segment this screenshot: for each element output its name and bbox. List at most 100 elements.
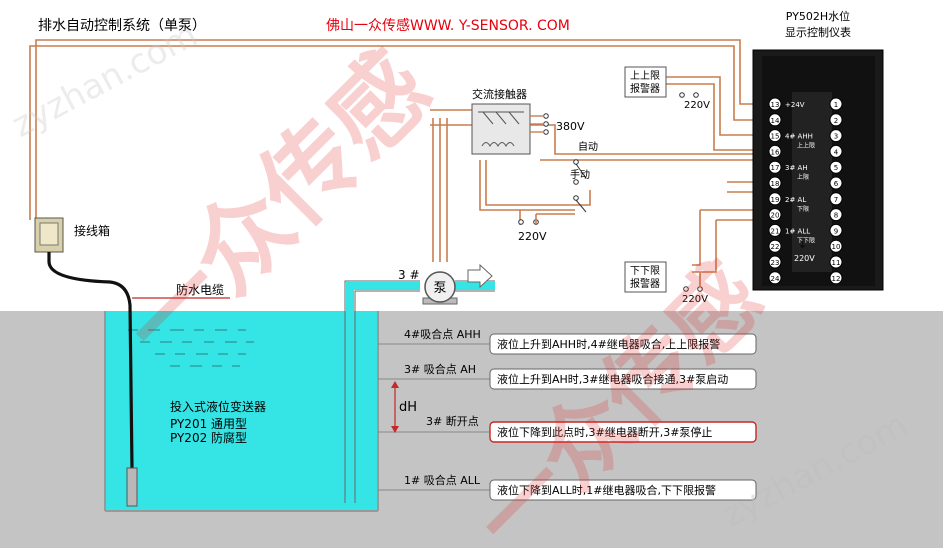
controller-terminal-sublabel: 上上限 — [797, 142, 815, 150]
controller-terminal-number: 19 — [771, 196, 780, 204]
controller-terminal-number: 3 — [834, 133, 838, 141]
controller-terminal-number: 10 — [832, 243, 841, 251]
ground-symbol: ⏚ — [798, 240, 807, 251]
controller-terminal-number: 13 — [771, 101, 780, 109]
contactor-label: 交流接触器 — [472, 87, 527, 101]
controller-terminal-6 — [829, 176, 843, 190]
controller-terminal-10 — [829, 239, 843, 253]
brand-banner: 佛山一众传感WWW. Y-SENSOR. COM — [326, 17, 570, 34]
controller-terminal-sublabel: 下下限 — [797, 236, 815, 244]
water-ripples — [128, 329, 254, 367]
pump — [422, 271, 458, 305]
controller-terminal-sublabel: 上限 — [797, 173, 809, 181]
pump-tag: 3 # — [398, 268, 420, 282]
controller-terminal-13 — [768, 97, 782, 111]
waterproof-cable — [47, 252, 134, 469]
controller-terminal-5 — [829, 160, 843, 174]
level-desc-boxes — [489, 333, 757, 501]
controller-terminal-11 — [829, 255, 843, 269]
controller-power-label: 220V — [794, 254, 815, 263]
switch-manual-label: 手动 — [570, 168, 590, 181]
level-desc-all: 液位下降到ALL时,1#继电器吸合,下下限报警 — [497, 483, 716, 497]
controller-terminal-number: 23 — [771, 259, 780, 267]
switch-auto-label: 自动 — [578, 140, 598, 153]
transmitter-model-1: PY201 通用型 — [170, 417, 247, 431]
controller-terminal-number: 20 — [771, 212, 780, 220]
alarm-low-voltage: 220V — [682, 294, 708, 305]
junction-box-label: 接线箱 — [74, 223, 110, 238]
controller-terminal-15 — [768, 129, 782, 143]
controller-terminal-number: 7 — [834, 196, 838, 204]
controller-terminal-label: 3# AH — [785, 164, 808, 172]
level-point-ah: 3# 吸合点 AH — [404, 362, 476, 376]
alarm-high-voltage: 220V — [684, 100, 710, 111]
transmitter-model-2: PY202 防腐型 — [170, 430, 247, 445]
alarm-high-box — [624, 66, 667, 98]
controller-terminal-2 — [829, 113, 843, 127]
controller-terminal-number: 12 — [832, 275, 841, 283]
controller-terminal-1 — [829, 97, 843, 111]
controller-terminal-number: 11 — [832, 259, 841, 267]
controller-terminal-7 — [829, 192, 843, 206]
controller-terminal-19 — [768, 192, 782, 206]
level-point-all: 1# 吸合点 ALL — [404, 473, 481, 487]
transmitter-probe — [126, 467, 138, 507]
controller-terminal-14 — [768, 113, 782, 127]
controller-terminal-8 — [829, 208, 843, 222]
controller-terminal-number: 21 — [771, 227, 780, 235]
controller-terminal-16 — [768, 144, 782, 158]
contactor-voltage: 380V — [556, 120, 585, 133]
controller-terminal-22 — [768, 239, 782, 253]
alarm-low-line2: 报警器 — [630, 277, 660, 290]
controller-terminal-number: 17 — [771, 164, 780, 172]
level-markers — [378, 343, 490, 491]
transmitter-title: 投入式液位变送器 — [170, 399, 266, 414]
controller-terminal-12 — [829, 271, 843, 285]
controller-terminal-number: 4 — [834, 148, 839, 156]
controller-terminal-number: 18 — [771, 180, 780, 188]
controller-terminal-4 — [829, 144, 843, 158]
mode-switch — [573, 159, 587, 213]
controller-terminal-23 — [768, 255, 782, 269]
level-point-ahh: 4#吸合点 AHH — [404, 327, 481, 341]
page-title: 排水自动控制系统（单泵） — [38, 18, 206, 34]
supply-voltage: 220V — [518, 230, 547, 243]
controller-terminal-9 — [829, 223, 843, 237]
water-tank — [105, 311, 378, 511]
controller-terminal-label: 4# AHH — [785, 133, 813, 141]
flow-arrow-icon — [467, 263, 493, 289]
controller-terminal-number: 14 — [771, 117, 780, 125]
controller-terminal-17 — [768, 160, 782, 174]
controller-model-line1: PY502H水位 — [786, 9, 850, 23]
level-point-off: 3# 断开点 — [426, 414, 479, 428]
controller-terminal-number: 22 — [771, 243, 780, 251]
controller-terminal-label: 2# AL — [785, 196, 806, 204]
controller-terminal-number: 24 — [771, 275, 780, 283]
pump-label: 泵 — [433, 281, 446, 296]
alarm-high-line1: 上上限 — [630, 70, 660, 82]
controller-terminal-number: 16 — [771, 148, 780, 156]
controller-terminal-24 — [768, 271, 782, 285]
controller-terminal-number: 5 — [834, 164, 838, 172]
controller-terminal-number: 6 — [834, 180, 839, 188]
controller-terminal-18 — [768, 176, 782, 190]
controller-terminal-label: 1# ALL — [785, 227, 810, 235]
alarm-low-line1: 下下限 — [630, 265, 660, 277]
controller-terminal-number: 15 — [771, 133, 780, 141]
alarm-high-line2: 报警器 — [630, 82, 660, 95]
controller-terminal-label: +24V — [785, 101, 805, 109]
pump-pipe — [344, 280, 495, 503]
controller-model-line2: 显示控制仪表 — [785, 25, 851, 39]
controller-terminal-number: 9 — [834, 227, 838, 235]
controller-terminal-number: 1 — [834, 101, 838, 109]
dh-label: dH — [399, 400, 417, 415]
alarm-low-box — [624, 261, 667, 293]
level-desc-off: 液位下降到此点时,3#继电器断开,3#泵停止 — [497, 425, 712, 439]
level-desc-ahh: 液位上升到AHH时,4#继电器吸合,上上限报警 — [497, 337, 720, 351]
ac-contactor — [471, 103, 549, 155]
controller-terminal-number: 2 — [834, 117, 838, 125]
